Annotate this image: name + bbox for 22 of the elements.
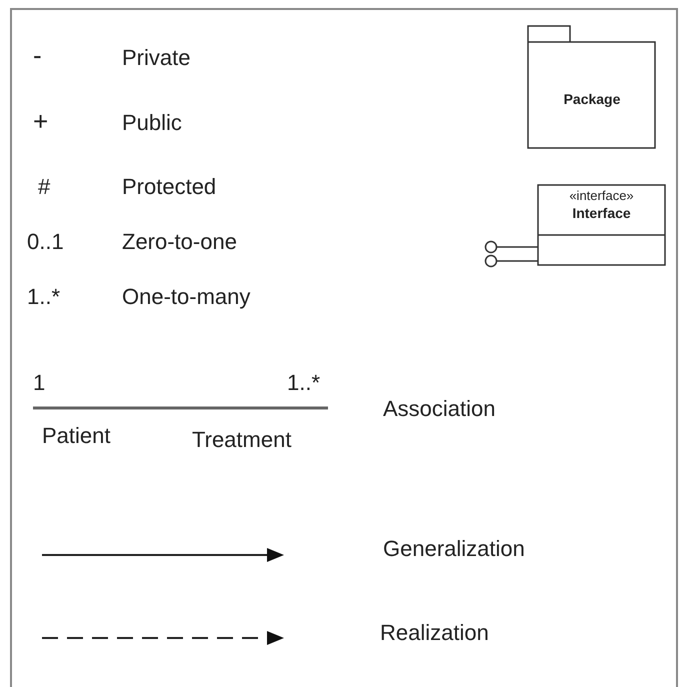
class-name: Treatment <box>192 427 292 453</box>
term: Protected <box>122 174 216 200</box>
term: Public <box>122 110 182 136</box>
term: One-to-many <box>122 284 250 310</box>
term: Zero-to-one <box>122 229 237 255</box>
legend-text: Generalization <box>383 536 525 562</box>
multiplicity: 1 <box>33 370 46 396</box>
package-name: Package <box>562 90 622 109</box>
stereotype: «interface» <box>568 188 635 204</box>
interface-symbol <box>482 183 668 268</box>
visibility-symbol: + <box>33 108 48 134</box>
legend-text: Realization <box>380 620 489 646</box>
legend-text: Association <box>383 396 496 422</box>
multiplicity: 1..* <box>27 284 60 310</box>
multiplicity: 1..* <box>287 370 320 396</box>
visibility-symbol: # <box>38 174 50 200</box>
class-name: Patient <box>42 423 110 449</box>
multiplicity: 0..1 <box>27 229 64 255</box>
term: Private <box>122 45 190 71</box>
visibility-symbol: - <box>33 42 42 68</box>
interface-name: Interface <box>571 205 632 221</box>
package-symbol <box>526 24 658 150</box>
